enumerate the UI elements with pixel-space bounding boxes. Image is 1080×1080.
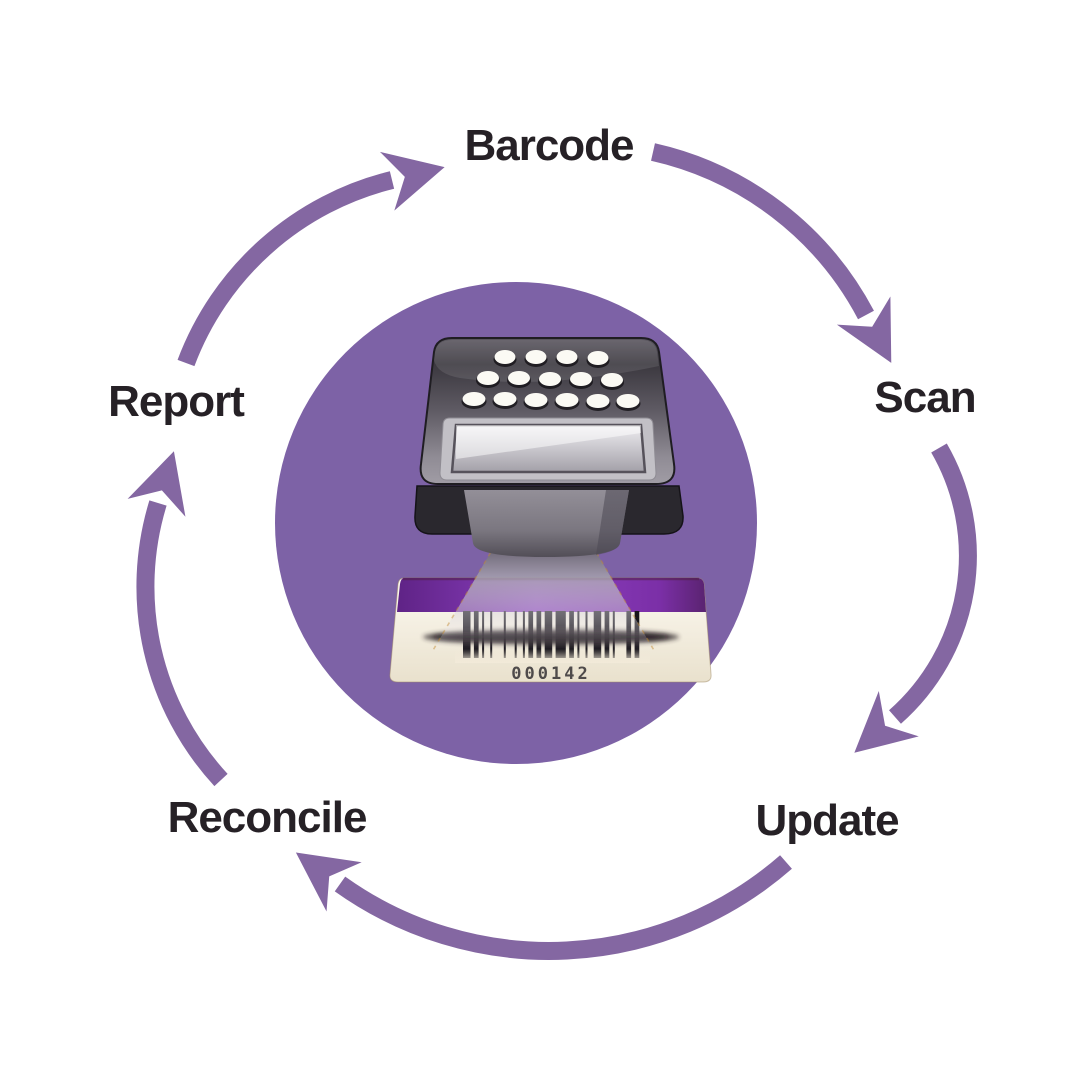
beam-edge-left [431,544,496,653]
keypad-key [587,351,609,365]
keypad-key [524,393,548,407]
beam-edge-right [591,544,656,653]
stage-label-barcode: Barcode [464,121,634,170]
keypad-key [525,350,547,364]
screen-glare [456,425,641,459]
flow-arrows [127,143,977,960]
beam-cone [432,545,655,652]
keypad-key [616,394,640,408]
keypad-key [556,350,578,364]
neck-shadow [596,490,629,555]
stage-label-update: Update [755,796,899,845]
arrow-scan-to-update [854,443,977,753]
keypad-key [570,372,592,386]
arrow-barcode-to-scan [651,143,892,363]
keypad-key [477,371,499,385]
arrow-report-to-barcode [177,151,445,367]
barcode-scanner-icon [414,337,684,557]
stage-label-scan: Scan [874,373,976,422]
keypad-key [586,394,610,408]
barcode-fade [455,649,650,663]
keypad-key [493,392,517,406]
arrow-update-to-reconcile [295,852,792,960]
keypad-keys [461,350,641,411]
arrow-reconcile-to-report [127,451,228,787]
keypad-key [462,392,486,406]
keypad-key [601,373,623,387]
stage-label-report: Report [108,377,245,426]
keypad-key [508,371,530,385]
keypad-key [539,372,561,386]
scan-beam [431,544,656,653]
scanner-neck [464,490,629,557]
barcode-number: 000142 [511,664,590,684]
keypad-key [494,350,516,364]
keypad-key [555,393,579,407]
stage-label-reconcile: Reconcile [167,793,368,842]
